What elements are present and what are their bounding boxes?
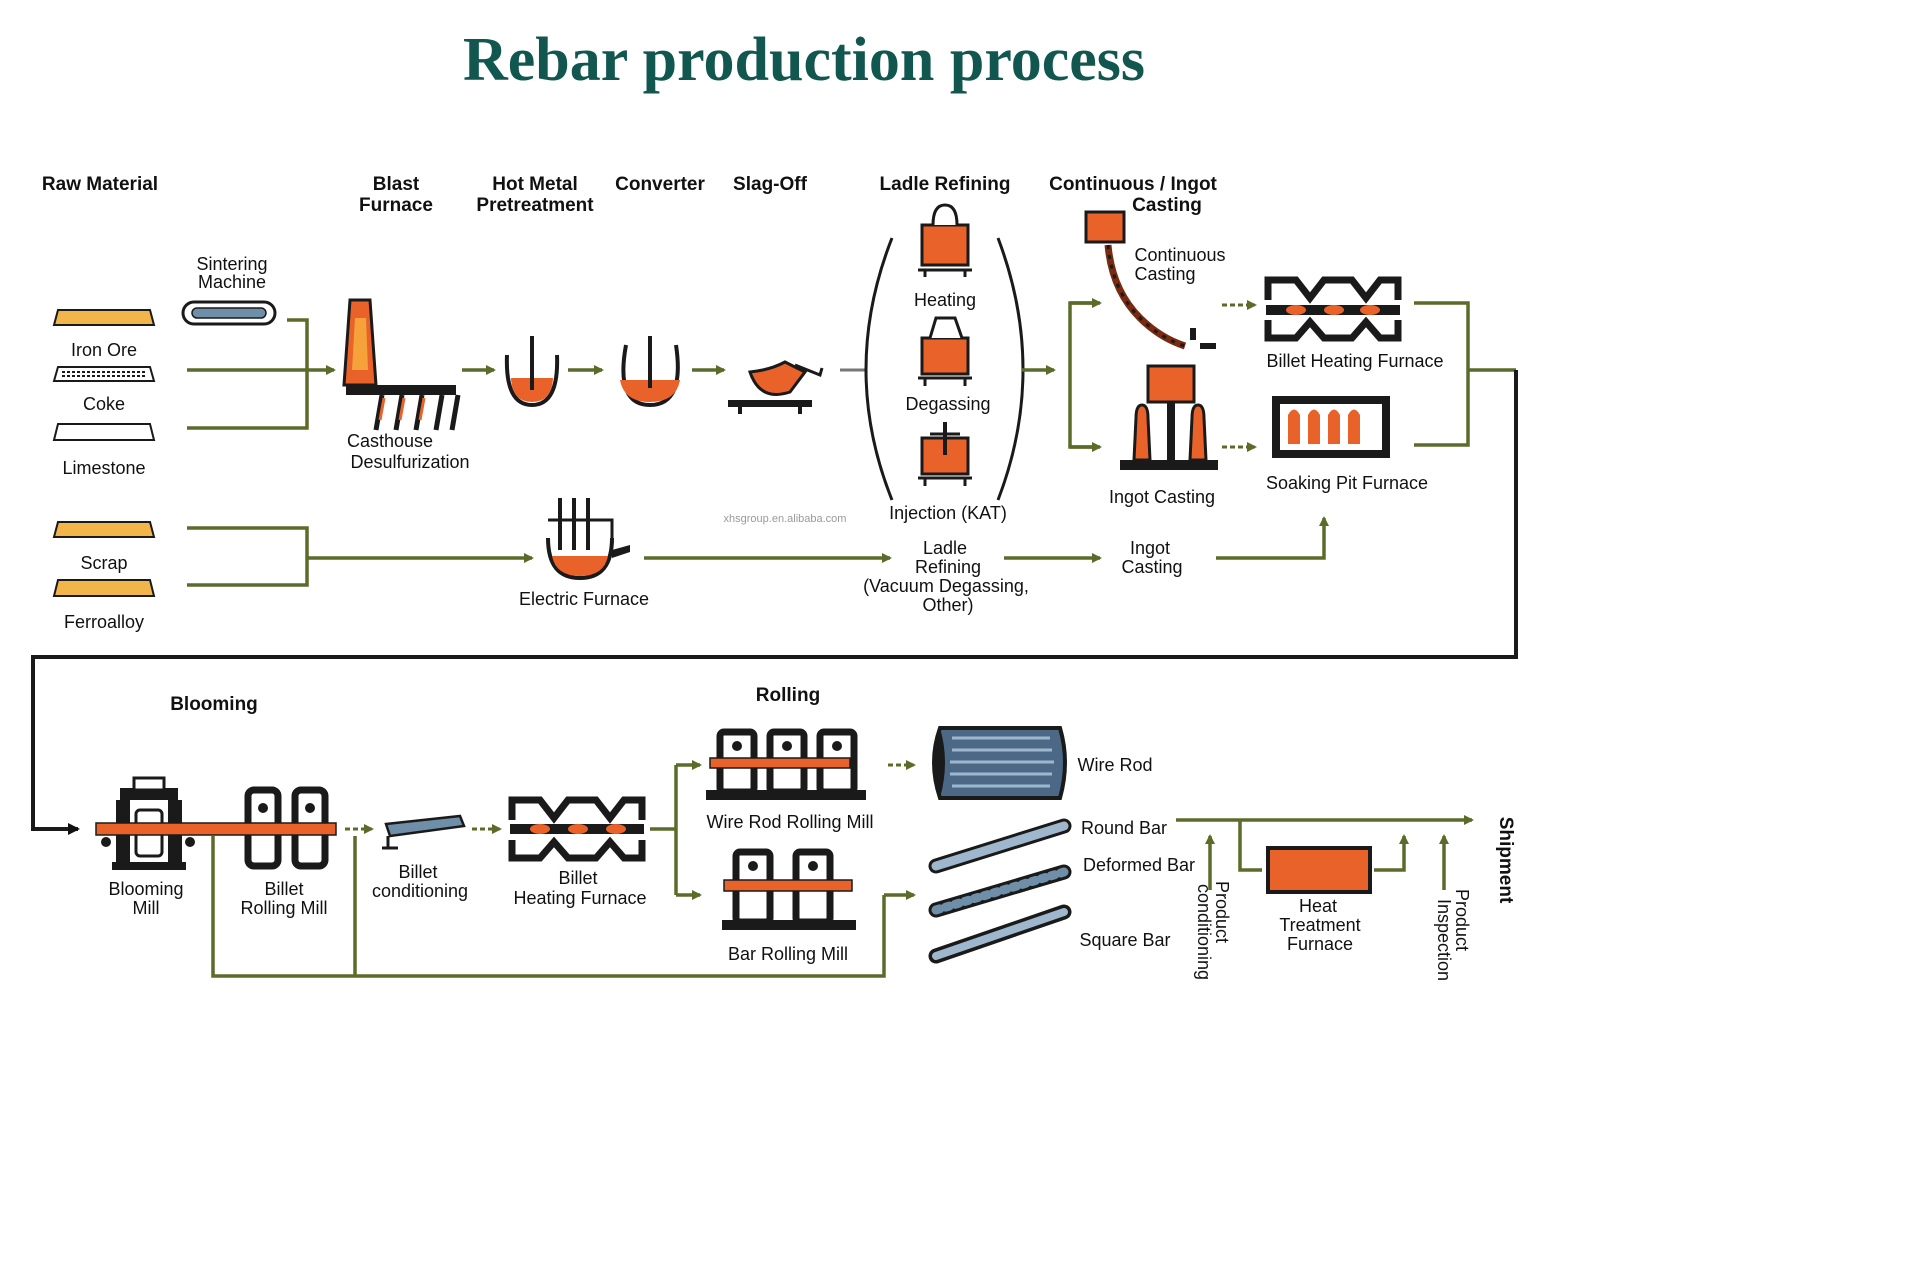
flow-split-casting [1068,301,1098,449]
label-degassing: Degassing [905,394,990,414]
continuous-casting-icon [1084,210,1216,350]
header-blast-furnace: Blast [373,174,420,195]
label-billet-rolling-mill: Billet [264,879,303,899]
header-blast-furnace-2: Furnace [359,195,433,216]
label-ingot-casting-b: Ingot [1130,538,1170,558]
label-heat-treatment: Heat [1299,896,1337,916]
label-product-inspection-2: Inspection [1434,899,1454,981]
label-ladle-refining-b-4: Other) [922,595,973,615]
billet-heating-furnace-b-icon [508,796,646,862]
label-billet-heating-b: Billet [558,868,597,888]
flow-lines-furnaces-to-blooming [31,301,1518,835]
label-product-conditioning: conditioning [1194,884,1214,980]
label-ladle-refining-b: Ladle [923,538,967,558]
ladle-heating-icon [918,203,972,277]
label-wire-rod-rolling-mill: Wire Rod Rolling Mill [706,812,873,832]
header-hot-metal-2: Pretreatment [476,195,594,216]
label-injection: Injection (KAT) [889,503,1007,523]
slag-off-icon [728,360,824,414]
label-round-bar: Round Bar [1081,818,1167,838]
header-blooming: Blooming [170,694,258,715]
electric-furnace-icon [546,498,630,581]
pretreatment-icon [504,336,560,408]
label-billet-heating-b-2: Heating Furnace [513,888,646,908]
label-ladle-refining-b-3: (Vacuum Degassing, [863,576,1029,596]
label-coke: Coke [83,394,125,414]
label-electric-furnace: Electric Furnace [519,589,649,609]
flow-lines-scrap-to-electric [187,526,309,587]
label-heat-treatment-2: Treatment [1279,915,1360,935]
flow-lines-finishing [1176,815,1474,890]
header-ladle-refining: Ladle Refining [880,174,1011,195]
watermark: xhsgroup.en.alibaba.com [724,513,847,525]
header-casting: Continuous / Ingot [1049,174,1217,195]
soaking-pit-furnace-icon [1272,396,1390,458]
header-rolling: Rolling [756,685,820,706]
label-ferroalloy: Ferroalloy [64,612,144,632]
label-product-conditioning-1: Product [1212,881,1232,943]
label-sintering-machine: Sintering [196,254,267,274]
label-billet-conditioning-2: conditioning [372,881,468,901]
label-wire-rod: Wire Rod [1077,755,1152,775]
header-raw-material: Raw Material [42,174,158,195]
rebar-process-diagram: Rebar production process Raw Material Bl… [31,26,1518,981]
label-continuous-casting-2: Casting [1134,264,1195,284]
label-scrap: Scrap [80,553,127,573]
label-shipment: Shipment [1495,817,1516,904]
label-billet-conditioning: Billet [398,862,437,882]
hot-billet-bar [95,822,337,836]
label-limestone: Limestone [62,458,145,478]
label-soaking-pit-furnace: Soaking Pit Furnace [1266,473,1428,493]
header-converter: Converter [615,174,705,195]
header-slag-off: Slag-Off [733,174,808,195]
page-title: Rebar production process [463,26,1145,94]
flow-lines-to-rolling-mills [650,765,678,895]
label-ladle-refining-b-2: Refining [915,557,981,577]
label-casthouse: Casthouse [347,431,433,451]
square-bar-icon [928,904,1072,964]
label-square-bar: Square Bar [1079,930,1170,950]
blast-furnace-icon [342,298,461,431]
label-ingot-casting: Ingot Casting [1109,487,1215,507]
raw-material-icons [52,309,156,597]
ingot-casting-icon [1120,364,1218,470]
label-blooming-mill-2: Mill [133,898,160,918]
label-bar-rolling-mill: Bar Rolling Mill [728,944,848,964]
flow-lines-return [211,836,886,978]
arrow-ingot-to-soaking [1216,516,1329,560]
label-product-inspection: Product [1452,889,1472,951]
header-hot-metal: Hot Metal [492,174,578,195]
label-continuous-casting: Continuous [1134,245,1225,265]
label-deformed-bar: Deformed Bar [1083,855,1195,875]
label-iron-ore: Iron Ore [71,340,137,360]
label-ingot-casting-b-2: Casting [1121,557,1182,577]
billet-heating-furnace-icon [1264,276,1402,342]
ladle-degassing-icon [918,316,972,386]
billet-conditioning-icon [382,814,466,850]
wire-rod-rolling-mill-icon [706,728,866,800]
sintering-machine-icon [181,300,277,326]
label-blooming-mill: Blooming [108,879,183,899]
converter-icon [620,336,680,408]
flow-lines-raw-to-blast [187,318,336,430]
label-heating: Heating [914,290,976,310]
label-heat-treatment-3: Furnace [1287,934,1353,954]
label-billet-heating-furnace: Billet Heating Furnace [1266,351,1443,371]
label-billet-rolling-mill-2: Rolling Mill [240,898,327,918]
header-casting-2: Casting [1132,195,1202,216]
heat-treatment-furnace-icon [1266,846,1372,894]
label-sintering-machine-2: Machine [198,272,266,292]
wire-rod-coil-icon [932,726,1067,800]
bar-rolling-mill-icon [722,848,856,930]
ladle-injection-icon [918,422,972,486]
deformed-bar-icon [928,864,1072,918]
label-casthouse-2: Desulfurization [350,452,469,472]
round-bar-icon [928,818,1072,874]
